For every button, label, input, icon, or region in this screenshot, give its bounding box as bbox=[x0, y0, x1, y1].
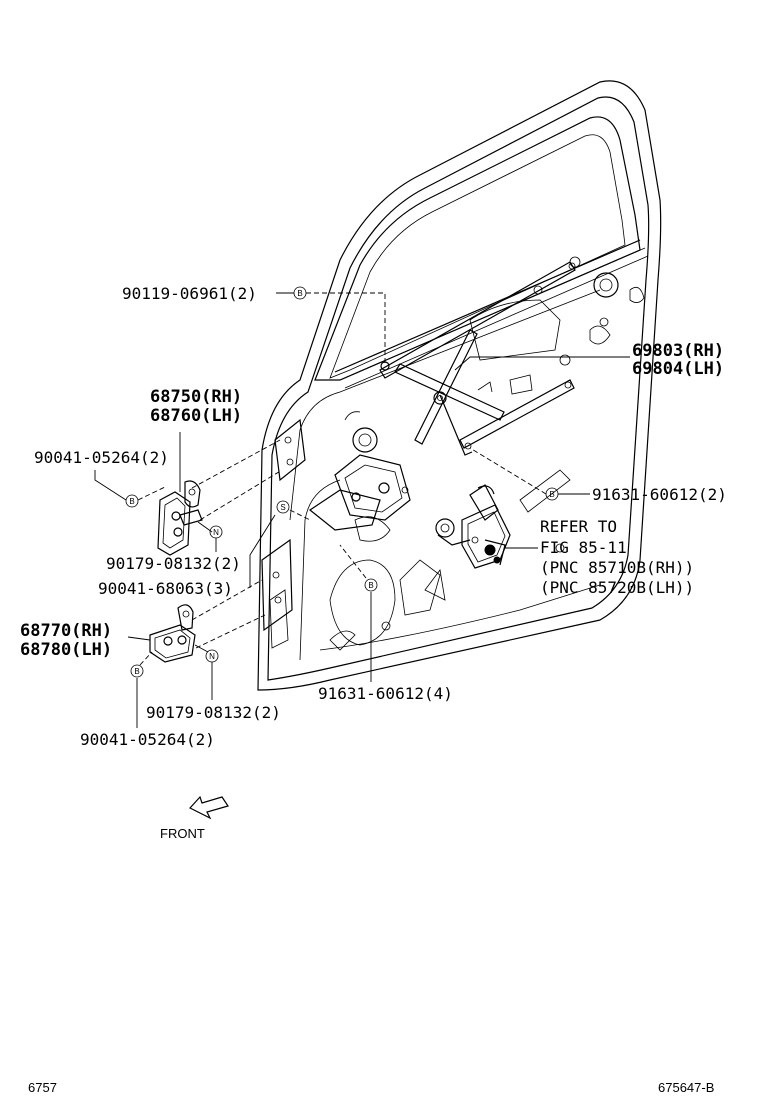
svg-text:B: B bbox=[134, 667, 139, 676]
label-91631-60612-lower: 91631-60612(4) bbox=[318, 684, 453, 703]
label-90041-68063: 90041-68063(3) bbox=[98, 579, 233, 598]
svg-text:N: N bbox=[209, 652, 215, 661]
page-code: 6757 bbox=[28, 1080, 57, 1095]
refer-line-4: (PNC 85720B(LH)) bbox=[540, 578, 694, 597]
regulator-motor bbox=[435, 484, 511, 569]
upper-door-hinge bbox=[157, 480, 203, 556]
refer-line-1: REFER TO bbox=[540, 517, 617, 536]
front-arrow-icon bbox=[189, 795, 229, 820]
refer-line-2: FIG 85-11 bbox=[540, 538, 627, 557]
label-90179-08132-lower: 90179-08132(2) bbox=[146, 703, 281, 722]
label-68760: 68760(LH) bbox=[150, 406, 242, 426]
svg-text:S: S bbox=[280, 503, 285, 512]
mark-b-3: B bbox=[545, 487, 559, 501]
label-68750: 68750(RH) bbox=[150, 387, 242, 407]
part-labels: 90119-06961(2) 69803(RH) 69804(LH) 68750… bbox=[20, 284, 727, 1095]
front-label: FRONT bbox=[160, 826, 205, 841]
mark-b-2: B bbox=[125, 494, 139, 508]
mark-b-1: B bbox=[293, 286, 307, 300]
svg-text:B: B bbox=[129, 497, 134, 506]
label-91631-60612-right: 91631-60612(2) bbox=[592, 485, 727, 504]
leader-lines bbox=[94, 292, 630, 728]
svg-text:B: B bbox=[368, 581, 373, 590]
mark-n-1: N bbox=[209, 525, 223, 539]
mark-b-4: B bbox=[364, 578, 378, 592]
rear-door-panel bbox=[257, 80, 662, 691]
label-90041-05264-upper: 90041-05264(2) bbox=[34, 448, 169, 467]
label-90041-05264-lower: 90041-05264(2) bbox=[80, 730, 215, 749]
svg-text:B: B bbox=[297, 289, 302, 298]
label-90179-08132-upper: 90179-08132(2) bbox=[106, 554, 241, 573]
lower-door-hinge bbox=[149, 604, 196, 663]
mark-n-2: N bbox=[205, 649, 219, 663]
label-69804: 69804(LH) bbox=[632, 359, 724, 379]
label-68770: 68770(RH) bbox=[20, 621, 112, 641]
label-69803: 69803(RH) bbox=[632, 341, 724, 361]
label-90119-06961: 90119-06961(2) bbox=[122, 284, 257, 303]
svg-text:N: N bbox=[213, 528, 219, 537]
figure-code: 675647-B bbox=[658, 1080, 714, 1095]
mark-b-5: B bbox=[130, 664, 144, 678]
svg-text:B: B bbox=[549, 490, 554, 499]
label-68780: 68780(LH) bbox=[20, 640, 112, 660]
mark-s-1: S bbox=[276, 500, 290, 514]
refer-line-3: (PNC 85710B(RH)) bbox=[540, 558, 694, 577]
window-regulator bbox=[308, 261, 576, 542]
callout-marks: B B N S B B N B bbox=[125, 286, 559, 678]
